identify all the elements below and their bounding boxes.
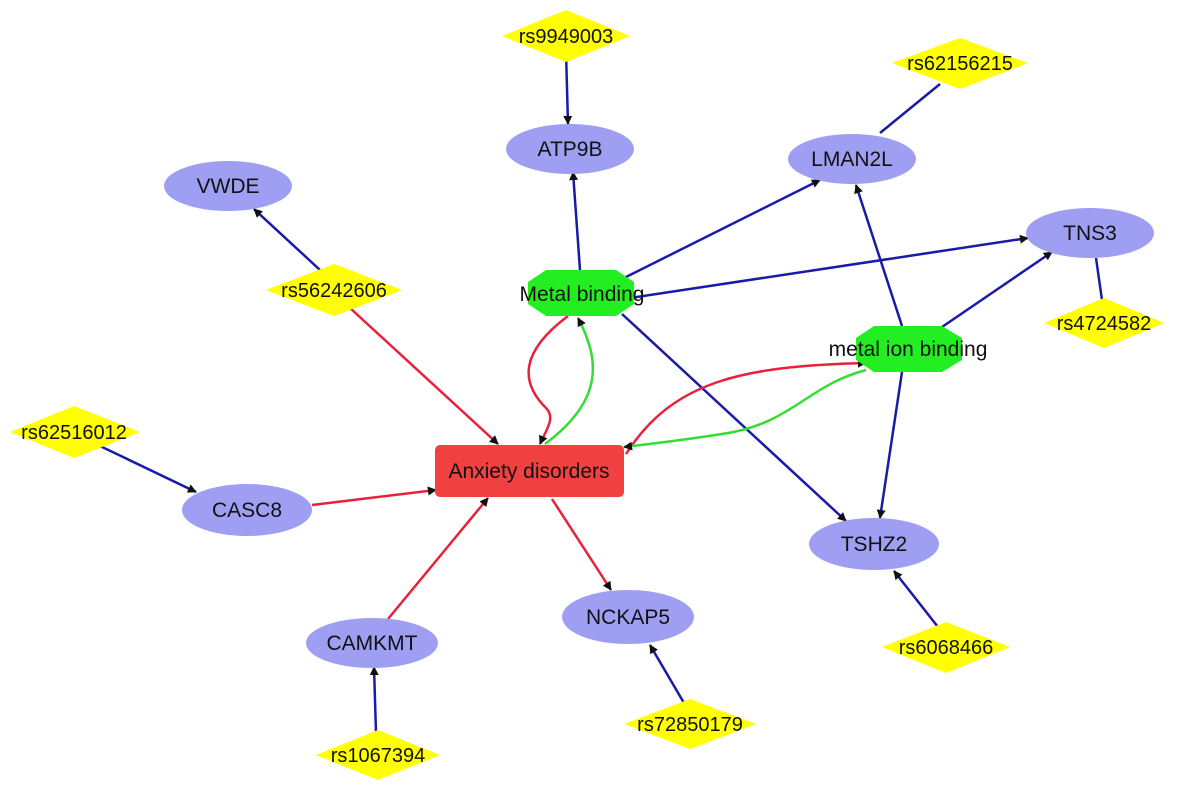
edge-metal-binding-to-anxiety-disorders	[527, 315, 569, 445]
edge-anxiety-disorders-to-nckap5	[550, 498, 613, 591]
edge-rs56242606-to-vwde	[253, 208, 321, 271]
ellipse-shape	[788, 134, 916, 184]
snp-node-rs1067394[interactable]: rs1067394	[316, 730, 440, 780]
snp-node-rs72850179[interactable]: rs72850179	[624, 699, 756, 749]
gene-label: CASC8	[212, 499, 282, 522]
ellipse-shape	[809, 518, 939, 570]
edge-metal-binding-to-atp9b	[569, 171, 582, 271]
snp-label: rs9949003	[519, 26, 614, 48]
gene-node-casc8[interactable]: CASC8	[182, 484, 312, 536]
edge-anxiety-disorders-to-metal-binding	[544, 317, 595, 446]
edge-metal-binding-to-tshz2	[621, 313, 847, 522]
snp-label: rs62516012	[21, 422, 127, 444]
edge-rs6068466-to-tshz2	[893, 570, 939, 628]
rectangle-shape	[435, 445, 624, 497]
snp-label: rs4724582	[1057, 313, 1152, 335]
edge-tns3-to-rs4724582	[1094, 257, 1104, 301]
snp-node-rs56242606[interactable]: rs56242606	[266, 264, 402, 316]
diamond-shape	[10, 406, 140, 458]
ellipse-shape	[182, 484, 312, 536]
diamond-shape	[1044, 298, 1164, 348]
edge-rs56242606-to-anxiety-disorders	[349, 307, 499, 445]
gene-label: NCKAP5	[586, 606, 670, 629]
gene-node-nckap5[interactable]: NCKAP5	[562, 590, 694, 644]
edge-rs62516012-to-casc8	[99, 444, 197, 494]
ellipse-shape	[1026, 208, 1154, 258]
diamond-shape	[266, 264, 402, 316]
function-node-metal-ion-binding[interactable]: metal ion binding	[829, 326, 988, 372]
gene-node-atp9b[interactable]: ATP9B	[506, 124, 634, 174]
function-node-metal-binding[interactable]: Metal binding	[520, 270, 645, 316]
gene-label: CAMKMT	[327, 632, 418, 655]
snp-label: rs56242606	[281, 280, 387, 302]
disease-label: Anxiety disorders	[448, 460, 609, 483]
diamond-shape	[624, 699, 756, 749]
gene-node-tshz2[interactable]: TSHZ2	[809, 518, 939, 570]
gene-label: LMAN2L	[811, 148, 893, 171]
edge-metal-ion-binding-to-lman2l	[854, 184, 904, 327]
gene-node-camkmt[interactable]: CAMKMT	[306, 618, 438, 668]
snp-nodes-layer: rs9949003 rs62156215 rs56242606 rs472458…	[10, 10, 1164, 780]
edge-rs9949003-to-atp9b	[563, 51, 573, 125]
diamond-shape	[882, 622, 1010, 673]
octagon-shape	[856, 326, 962, 372]
gene-node-lman2l[interactable]: LMAN2L	[788, 134, 916, 184]
ellipse-shape	[164, 161, 292, 211]
edge-casc8-to-anxiety-disorders	[311, 486, 437, 507]
gene-label: ATP9B	[538, 138, 603, 161]
snp-node-rs62156215[interactable]: rs62156215	[892, 38, 1028, 89]
gene-label: TNS3	[1063, 222, 1117, 245]
edge-rs62156215-to-lman2l	[879, 83, 941, 134]
diamond-shape	[316, 730, 440, 780]
gene-label: TSHZ2	[841, 533, 908, 556]
function-label: metal ion binding	[829, 338, 988, 361]
function-nodes-layer: Metal binding metal ion binding	[520, 270, 988, 372]
gene-node-vwde[interactable]: VWDE	[164, 161, 292, 211]
edge-metal-ion-binding-to-tshz2	[876, 371, 904, 519]
ellipse-shape	[306, 618, 438, 668]
snp-node-rs4724582[interactable]: rs4724582	[1044, 298, 1164, 348]
diamond-shape	[892, 38, 1028, 89]
edge-metal-binding-to-tns3	[629, 234, 1029, 300]
edge-metal-ion-binding-to-tns3	[941, 250, 1053, 329]
snp-label: rs62156215	[907, 53, 1013, 75]
edge-camkmt-to-anxiety-disorders	[387, 497, 489, 620]
octagon-shape	[528, 270, 634, 316]
function-label: Metal binding	[520, 283, 645, 306]
edge-metal-binding-to-lman2l	[619, 178, 821, 282]
snp-label: rs72850179	[637, 714, 743, 736]
gene-label: VWDE	[197, 175, 260, 198]
gene-nodes-layer: VWDE ATP9B LMAN2L TNS3 CASC8 TSHZ2 CAMKM…	[164, 124, 1154, 668]
snp-node-rs6068466[interactable]: rs6068466	[882, 622, 1010, 673]
diamond-shape	[502, 10, 630, 62]
edge-rs1067394-to-camkmt	[369, 666, 379, 734]
edge-metal-ion-binding-to-anxiety-disorders	[623, 368, 867, 451]
snp-node-rs62516012[interactable]: rs62516012	[10, 406, 140, 458]
edge-rs72850179-to-nckap5	[648, 644, 686, 704]
snp-node-rs9949003[interactable]: rs9949003	[502, 10, 630, 62]
snp-label: rs6068466	[899, 637, 994, 659]
edges-layer	[99, 51, 1104, 734]
ellipse-shape	[562, 590, 694, 644]
disease-node-anxiety-disorders[interactable]: Anxiety disorders	[435, 445, 624, 497]
ellipse-shape	[506, 124, 634, 174]
snp-label: rs1067394	[331, 745, 426, 767]
edge-anxiety-disorders-to-metal-ion-binding	[624, 358, 867, 455]
gene-node-tns3[interactable]: TNS3	[1026, 208, 1154, 258]
